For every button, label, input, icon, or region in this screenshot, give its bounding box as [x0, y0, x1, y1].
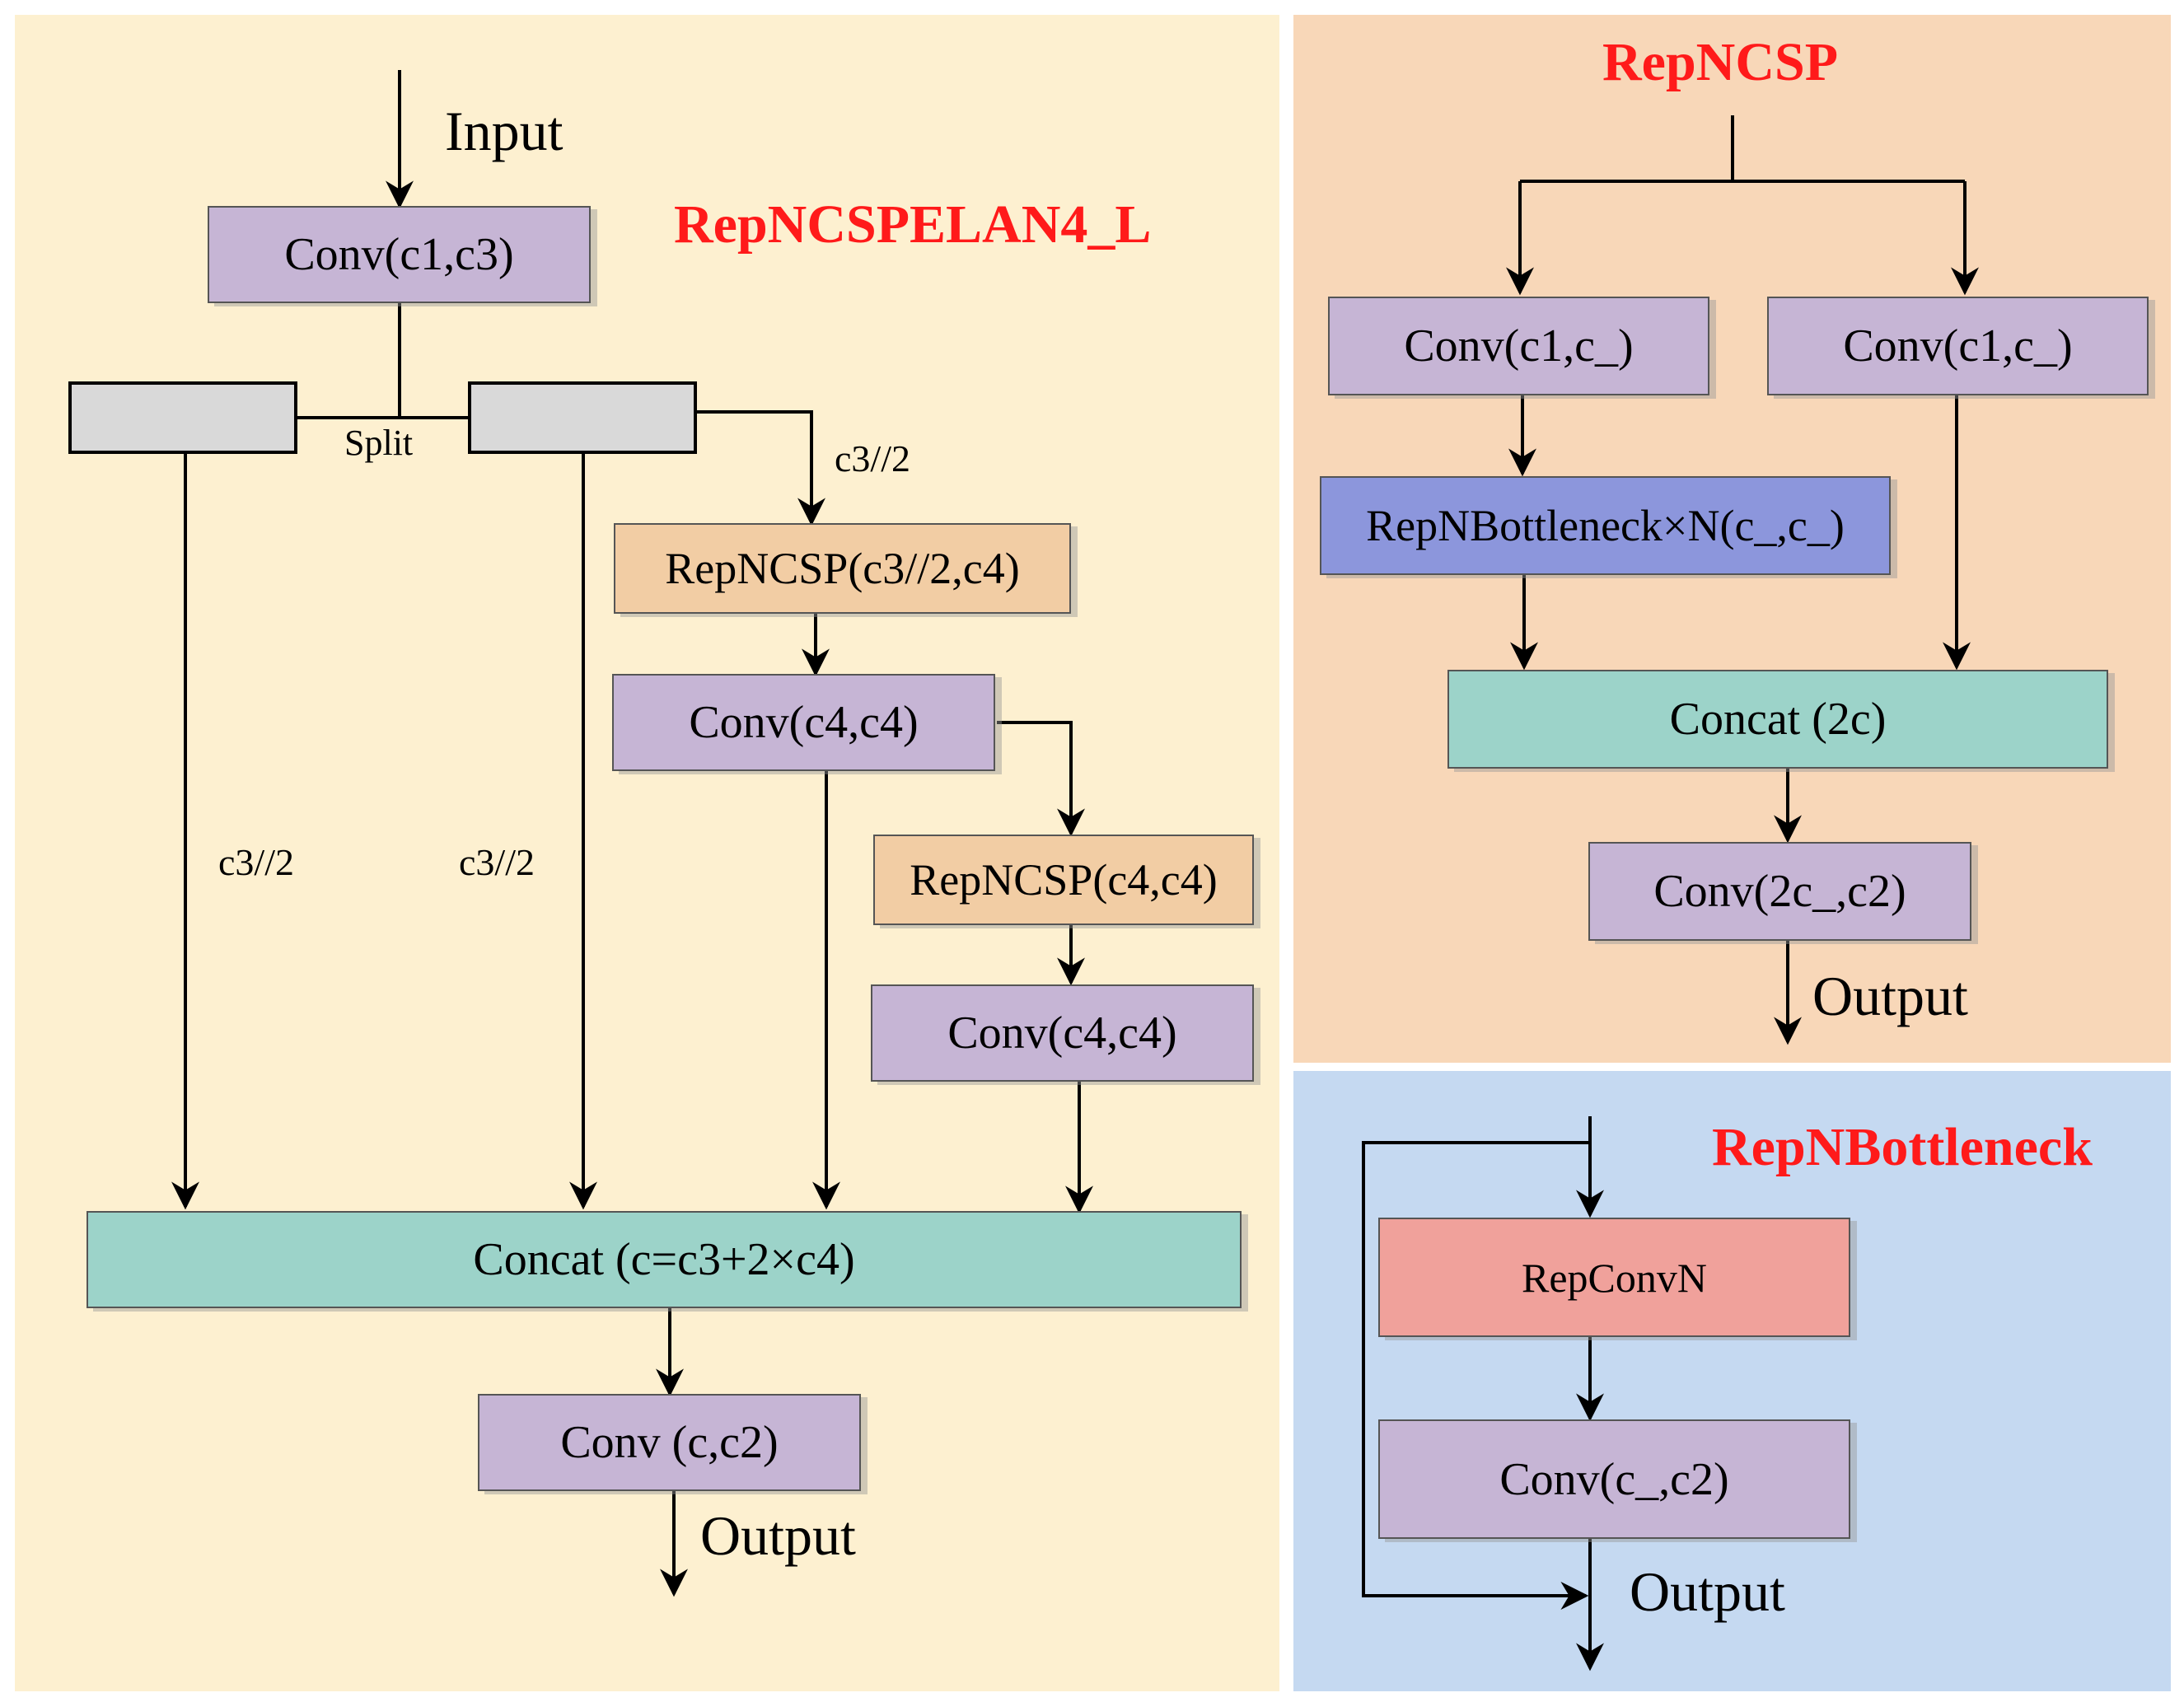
c3-half-label-mid: c3//2 — [459, 841, 535, 883]
conv-c4-c4-box-1: Conv(c4,c4) — [612, 674, 995, 771]
repconvn-box: RepConvN — [1378, 1218, 1850, 1337]
repnbottleneck-title: RepNBottleneck — [1712, 1117, 2093, 1177]
repncsp-c4-c4-box: RepNCSP(c4,c4) — [873, 835, 1254, 925]
repnbottleneck-n-box: RepNBottleneck×N(c_,c_) — [1320, 476, 1891, 575]
split-left-block — [68, 381, 297, 454]
repncsp-title: RepNCSP — [1602, 32, 1839, 92]
repncspelan4-title: RepNCSPELAN4_L — [674, 194, 1152, 255]
c3-half-label-top: c3//2 — [835, 437, 910, 479]
conv-2c-c2-box: Conv(2c_,c2) — [1588, 842, 1971, 941]
conv-c-c2-box: Conv (c,c2) — [478, 1394, 861, 1491]
repncsp-c3half-c4-box: RepNCSP(c3//2,c4) — [614, 523, 1071, 614]
concat-2c-box: Concat (2c) — [1447, 670, 2108, 769]
conv-c4-c4-box-2: Conv(c4,c4) — [871, 984, 1254, 1082]
concat-c3-2c4-box: Concat (c=c3+2×c4) — [87, 1211, 1242, 1308]
conv-c1-c3-box: Conv(c1,c3) — [208, 206, 591, 303]
split-label: Split — [344, 423, 414, 463]
conv-c1-c-box-b: Conv(c1,c_) — [1767, 297, 2149, 395]
c3-half-label-left: c3//2 — [218, 841, 294, 883]
output-label-top-right: Output — [1812, 965, 1968, 1027]
input-label: Input — [445, 100, 564, 162]
output-label-bottom-right: Output — [1630, 1560, 1785, 1623]
conv-c1-c-box-a: Conv(c1,c_) — [1328, 297, 1709, 395]
split-right-block — [468, 381, 697, 454]
output-label-left: Output — [700, 1504, 856, 1567]
conv-c-c2-box-bottleneck: Conv(c_,c2) — [1378, 1419, 1850, 1539]
